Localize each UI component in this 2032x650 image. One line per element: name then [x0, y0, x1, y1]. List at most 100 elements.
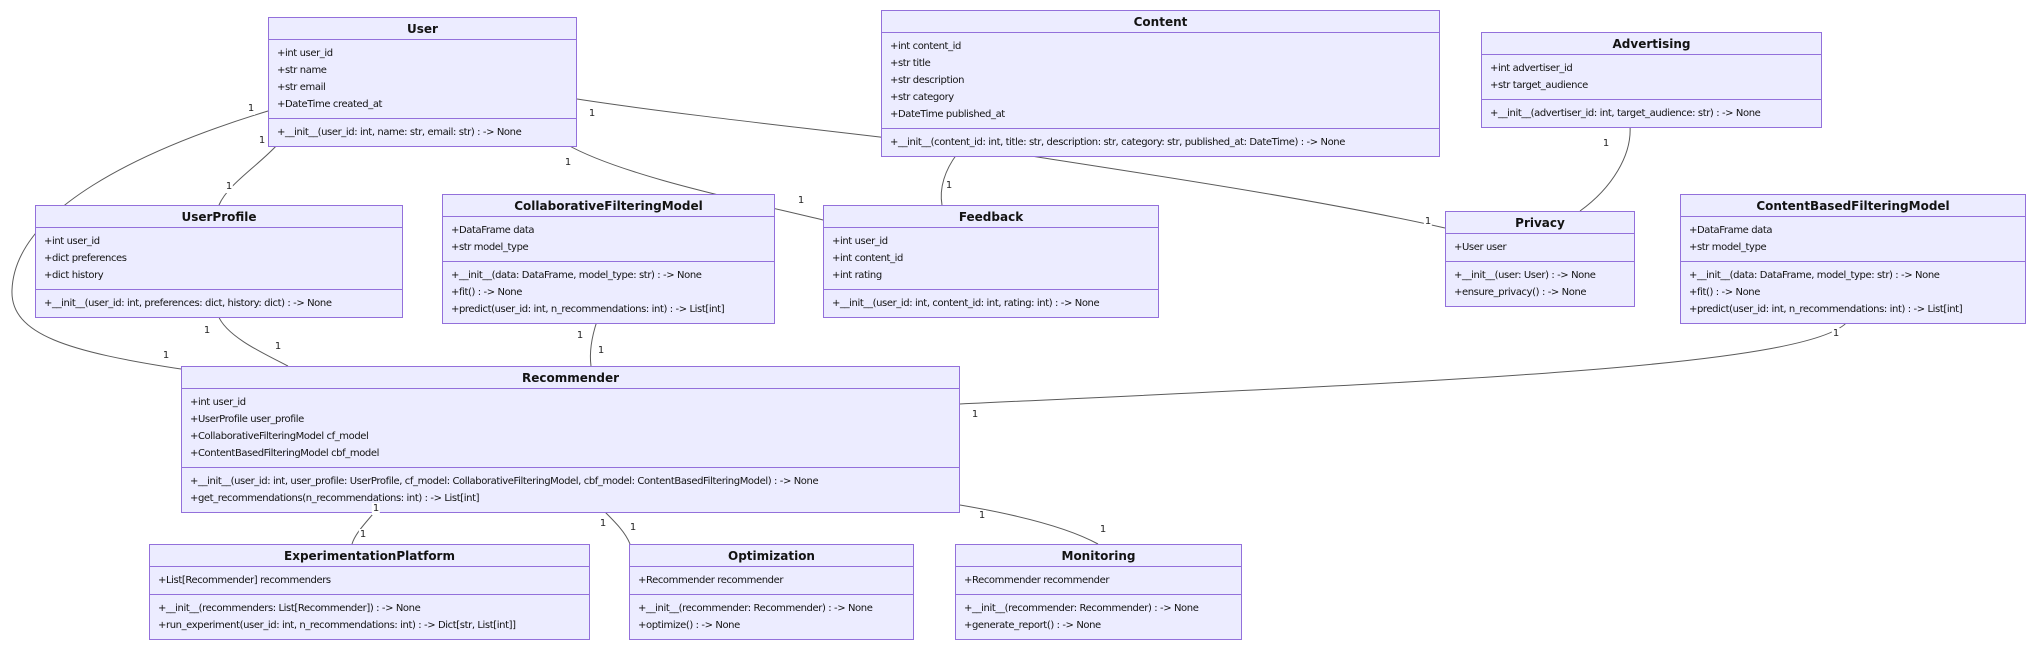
methods-compartment: +__init__(recommender: Recommender) : ->… — [630, 594, 913, 639]
class-method: +__init__(user_id: int, preferences: dic… — [44, 298, 332, 309]
class-title-experimentationplatform: ExperimentationPlatform — [150, 545, 589, 567]
class-attribute: +str email — [277, 82, 326, 93]
multiplicity-label: 1 — [628, 522, 638, 534]
attributes-compartment: +Recommender recommender — [956, 567, 1241, 594]
methods-compartment: +__init__(user: User) : -> None+ensure_p… — [1446, 261, 1634, 306]
class-method: +__init__(user_id: int, user_profile: Us… — [190, 476, 819, 487]
class-attribute: +int advertiser_id — [1490, 63, 1573, 74]
class-attribute: +int user_id — [277, 48, 333, 59]
relationship-collaborativefilteringmodel-recommender — [589, 320, 598, 367]
relationship-userprofile-recommender — [217, 314, 289, 367]
class-attribute: +CollaborativeFilteringModel cf_model — [190, 431, 369, 442]
class-attribute: +str title — [890, 58, 931, 69]
class-box-optimization: Optimization +Recommender recommender +__i… — [629, 544, 914, 640]
class-title-monitoring: Monitoring — [956, 545, 1241, 567]
class-title-recommender: Recommender — [182, 367, 959, 389]
class-method: +fit() : -> None — [1689, 287, 1760, 298]
class-attribute: +ContentBasedFilteringModel cbf_model — [190, 448, 379, 459]
class-method: +__init__(recommender: Recommender) : ->… — [964, 603, 1199, 614]
multiplicity-label: 1 — [202, 325, 212, 337]
class-attribute: +str name — [277, 65, 327, 76]
attributes-compartment: +int user_id +dict preferences +dict histo… — [36, 228, 402, 289]
class-attribute: +DataFrame data — [451, 225, 535, 236]
class-method: +__init__(recommenders: List[Recommender… — [158, 603, 421, 614]
class-attribute: +str model_type — [1689, 242, 1767, 253]
attributes-compartment: +DataFrame data +str model_type — [1681, 217, 2025, 261]
class-box-privacy: Privacy+User user+__init__(user: User) :… — [1445, 211, 1635, 307]
class-method: +__init__(recommender: Recommender) : ->… — [638, 603, 873, 614]
multiplicity-label: 1 — [224, 181, 234, 193]
class-attribute: +List[Recommender] recommenders — [158, 575, 331, 586]
class-box-content: Content+int content_id+str title+str des… — [881, 10, 1440, 157]
class-method: +predict(user_id: int, n_recommendations… — [1689, 304, 1963, 315]
attributes-compartment: +Recommender recommender — [630, 567, 913, 594]
multiplicity-label: 1 — [598, 518, 608, 530]
attributes-compartment: +int user_id+str name+str email+DateTime… — [269, 40, 576, 118]
class-attribute: +UserProfile user_profile — [190, 414, 304, 425]
class-method: +__init__(advertiser_id: int, target_aud… — [1490, 108, 1761, 119]
relationship-user-recommender — [11, 110, 269, 370]
attributes-compartment: +int content_id+str title+str descriptio… — [882, 33, 1439, 128]
methods-compartment: +__init__(data: DataFrame, model_type: s… — [1681, 261, 2025, 323]
relationship-recommender-monitoring — [959, 504, 1099, 545]
class-method: +__init__(data: DataFrame, model_type: s… — [1689, 270, 1940, 281]
class-attribute: +dict history — [44, 270, 104, 281]
class-box-monitoring: Monitoring +Recommender recommender +__ini… — [955, 544, 1242, 640]
class-attribute: +DataFrame data — [1689, 225, 1773, 236]
multiplicity-label: 1 — [587, 108, 597, 120]
class-attribute: +DateTime published_at — [890, 109, 1005, 120]
multiplicity-label: 1 — [371, 503, 381, 515]
methods-compartment: +__init__(recommender: Recommender) : ->… — [956, 594, 1241, 639]
multiplicity-label: 1 — [596, 345, 606, 357]
class-attribute: +str model_type — [451, 242, 529, 253]
class-box-user: User+int user_id+str name+str email+Date… — [268, 17, 577, 147]
multiplicity-label: 1 — [977, 510, 987, 522]
class-box-userprofile: UserProfile +int user_id +dict preferences… — [35, 205, 403, 318]
multiplicity-label: 1 — [1601, 138, 1611, 150]
multiplicity-label: 1 — [796, 195, 806, 207]
methods-compartment: +__init__(user_id: int, content_id: int,… — [824, 289, 1158, 317]
methods-compartment: +__init__(user_id: int, user_profile: Us… — [182, 467, 959, 512]
class-title-optimization: Optimization — [630, 545, 913, 567]
class-box-feedback: Feedback+int user_id+int content_id+int … — [823, 205, 1159, 318]
multiplicity-label: 1 — [257, 135, 267, 147]
methods-compartment: +__init__(user_id: int, name: str, email… — [269, 118, 576, 146]
multiplicity-label: 1 — [970, 409, 980, 421]
class-attribute: +int user_id — [44, 236, 100, 247]
relationship-user-feedback — [565, 143, 824, 221]
class-title-privacy: Privacy — [1446, 212, 1634, 234]
class-title-userprofile: UserProfile — [36, 206, 402, 228]
class-title-advertising: Advertising — [1482, 33, 1821, 55]
relationship-advertising-privacy — [1579, 125, 1631, 212]
class-box-recommender: Recommender+int user_id+UserProfile user… — [181, 366, 960, 513]
multiplicity-label: 1 — [563, 157, 573, 169]
class-method: +optimize() : -> None — [638, 620, 740, 631]
multiplicity-label: 1 — [161, 350, 171, 362]
class-method: +__init__(content_id: int, title: str, d… — [890, 137, 1346, 148]
multiplicity-label: 1 — [575, 330, 585, 342]
methods-compartment: +__init__(recommenders: List[Recommender… — [150, 594, 589, 639]
multiplicity-label: 1 — [358, 529, 368, 541]
class-attribute: +Recommender recommender — [964, 575, 1110, 586]
multiplicity-label: 1 — [273, 341, 283, 353]
relationship-user-userprofile — [218, 143, 279, 206]
attributes-compartment: +User user — [1446, 234, 1634, 261]
class-method: +__init__(user_id: int, name: str, email… — [277, 127, 522, 138]
multiplicity-label: 1 — [944, 180, 954, 192]
attributes-compartment: +DataFrame data +str model_type — [443, 217, 774, 261]
class-box-advertising: Advertising +int advertiser_id +str target… — [1481, 32, 1822, 128]
class-attribute: +dict preferences — [44, 253, 127, 264]
methods-compartment: +__init__(user_id: int, preferences: dic… — [36, 289, 402, 317]
class-box-collaborativefilteringmodel: CollaborativeFilteringModel+DataFrame da… — [442, 194, 775, 324]
class-attribute: +int rating — [832, 270, 882, 281]
class-method: +fit() : -> None — [451, 287, 522, 298]
methods-compartment: +__init__(advertiser_id: int, target_aud… — [1482, 99, 1821, 127]
class-title-content: Content — [882, 11, 1439, 33]
class-method: +run_experiment(user_id: int, n_recommen… — [158, 620, 516, 631]
methods-compartment: +__init__(data: DataFrame, model_type: s… — [443, 261, 774, 323]
class-method: +predict(user_id: int, n_recommendations… — [451, 304, 725, 315]
class-attribute: +str target_audience — [1490, 80, 1588, 91]
attributes-compartment: +List[Recommender] recommenders — [150, 567, 589, 594]
class-attribute: +Recommender recommender — [638, 575, 784, 586]
